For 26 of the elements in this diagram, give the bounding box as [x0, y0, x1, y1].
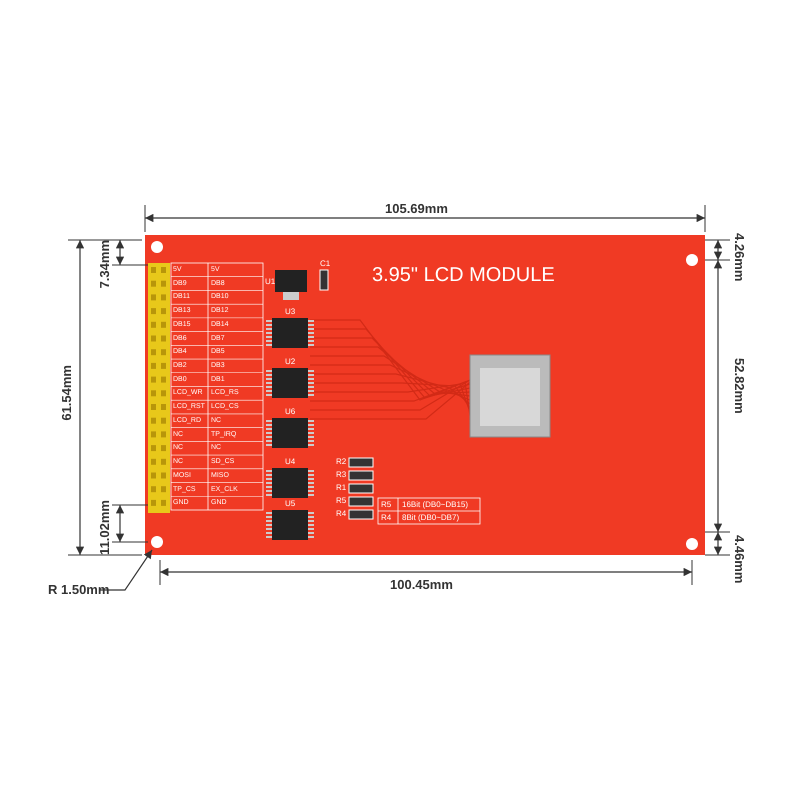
dimension-label: 11.02mm	[98, 500, 111, 555]
component-label: U4	[285, 458, 296, 466]
component-label: R2	[336, 458, 346, 466]
dimension-label: 4.46mm	[733, 535, 746, 584]
component-label: R5	[336, 497, 346, 505]
component-label: C1	[320, 260, 330, 268]
dimension-label: R 1.50mm	[48, 583, 110, 596]
dimension-label: 7.34mm	[98, 240, 111, 288]
component-label: U1	[265, 278, 276, 286]
title-text: 3.95" LCD MODULE	[372, 265, 555, 285]
table-text: 16Bit (DB0~DB15)	[402, 501, 468, 509]
dimension-label: 61.54mm	[60, 365, 73, 421]
dimension-label: 100.45mm	[390, 578, 453, 591]
table-text: 8Bit (DB0~DB7)	[402, 514, 460, 522]
component-label: R4	[336, 510, 346, 518]
dimension-label: 4.26mm	[733, 233, 746, 282]
component-label: U5	[285, 500, 296, 508]
dimension-label: 105.69mm	[385, 202, 448, 215]
component-label: U3	[285, 308, 296, 316]
table-text: R5	[381, 501, 392, 509]
dimension-label: 52.82mm	[733, 358, 746, 414]
component-label: R1	[336, 484, 346, 492]
component-label: U6	[285, 408, 296, 416]
component-label: R3	[336, 471, 346, 479]
table-text: R4	[381, 514, 392, 522]
component-label: U2	[285, 358, 296, 366]
